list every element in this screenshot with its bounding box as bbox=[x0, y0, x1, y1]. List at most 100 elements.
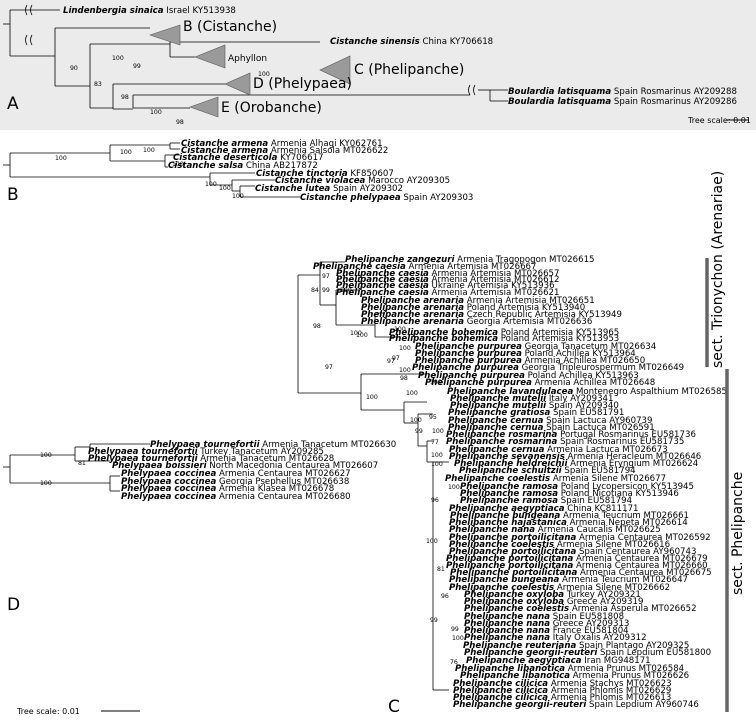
tip-details: Spain EU581794 bbox=[562, 466, 636, 476]
tip-label: Phelipanche oxyloba Turkey AY209321 bbox=[464, 590, 641, 600]
tip-label: Phelipanche portoilicitana Spain Centaur… bbox=[449, 547, 696, 557]
tip-species: Phelipanche purpurea bbox=[415, 342, 522, 352]
panel-label-c: C bbox=[388, 697, 400, 717]
panel-b: Cistanche armena Armenia Alhagi KY062761… bbox=[3, 139, 473, 205]
support-value: 100 bbox=[120, 149, 132, 156]
tip-species: Phelipanche heldreichii bbox=[454, 459, 568, 469]
tip-species: Phelypaea tournefortii bbox=[88, 447, 199, 457]
support-value: 84 bbox=[311, 287, 319, 294]
tip-details: Armenia Artemisia MT026612 bbox=[429, 275, 560, 285]
tip-details: Georgia Psephellus MT026638 bbox=[216, 477, 349, 487]
tip-species: Boulardia latisquama bbox=[508, 97, 611, 107]
tip-species: Phelipanche hajastanica bbox=[449, 518, 567, 528]
tip-species: Phelipanche lavandulacea bbox=[447, 387, 573, 397]
tip-details: Armenia Nepeta MT026614 bbox=[567, 518, 688, 528]
tip-label: Phelipanche nana Greece AY209313 bbox=[464, 619, 629, 629]
tip-details: Turkey AY209321 bbox=[564, 590, 641, 600]
tip-species: Phelipanche portoilicitana bbox=[446, 561, 573, 571]
tip-species: Phelipanche coelestis bbox=[464, 604, 569, 614]
tip-label: Phelipanche zangezuri Armenia Tragopogon… bbox=[345, 255, 595, 265]
support-value: 100 bbox=[431, 452, 443, 459]
tip-label: Phelypaea coccinea Armenia Centaurea MT0… bbox=[121, 469, 351, 479]
tip-details: North Macedonia Centaurea MT026607 bbox=[207, 461, 379, 471]
tip-details: Spain Rosmarinus EU581735 bbox=[557, 437, 684, 447]
tip-label: Phelypaea tournefortii Armenia Tanacetum… bbox=[88, 454, 334, 464]
tip-label: Phelipanche portoilicitana Armenia Centa… bbox=[446, 554, 708, 564]
tip-label: Phelipanche arenaria Poland Artemisia KY… bbox=[361, 303, 585, 313]
support-value: 76 bbox=[450, 659, 458, 666]
tip-label: Phelipanche purpurea Poland Achillea KY5… bbox=[418, 371, 639, 381]
tip-label: Phelipanche coelestis Armenia Silene MT0… bbox=[449, 583, 670, 593]
support-value: 100 bbox=[432, 428, 444, 435]
clade-d-triangle bbox=[224, 72, 251, 96]
panel-b-branches bbox=[3, 142, 300, 198]
tip-details: Poland Achillea KY513963 bbox=[525, 371, 639, 381]
tip-species: Phelipanche arenaria bbox=[361, 317, 464, 327]
tip-label: Phelipanche cernua Spain Lactuca AY96073… bbox=[448, 416, 653, 426]
tip-species: Phelipanche arenaria bbox=[361, 303, 464, 313]
tip-species: Phelipanche mutelii bbox=[450, 394, 547, 404]
tip-details: Armenia Tragopogon MT026615 bbox=[454, 255, 594, 265]
tip-details: Greece AY209313 bbox=[550, 619, 629, 629]
tip-species: Phelipanche portoilicitana bbox=[450, 568, 577, 578]
tip-label: Phelipanche heldreichii Armenia Eryngium… bbox=[454, 459, 698, 469]
tip-label: Phelipanche nana Armenia Caucalis MT0266… bbox=[449, 525, 661, 535]
tip-details: Spain Rosmarinus AY209286 bbox=[611, 97, 737, 107]
tip-label: Phelipanche caesia Ukraine Artemisia KY5… bbox=[336, 281, 555, 291]
tip-species: Cistanche lutea bbox=[255, 184, 330, 194]
tip-label: Phelypaea boissieri North Macedonia Cent… bbox=[112, 461, 378, 471]
tip-label: Phelipanche purpurea Georgia Tanacetum M… bbox=[415, 342, 656, 352]
support-value: 100 bbox=[394, 326, 406, 333]
tip-label: Phelipanche aegyptiaca Iran MG948171 bbox=[466, 656, 651, 666]
support-value: 100 bbox=[410, 417, 422, 424]
tip-species: Phelipanche cernua bbox=[449, 445, 545, 455]
tip-details: Armenia Achillea MT026648 bbox=[532, 378, 655, 388]
tip-species: Phelipanche ramosa bbox=[460, 489, 558, 499]
tip-label: Phelipanche caesia Armenia Artemisia MT0… bbox=[336, 275, 559, 285]
tip-details: Montenegro Aspalthium MT026585 bbox=[573, 387, 727, 397]
tip-details: Spain AY209303 bbox=[401, 193, 474, 203]
tip-label: Cistanche armena Armenia Salsola MT02662… bbox=[181, 146, 388, 156]
tip-species: Phelipanche rosmarina bbox=[446, 437, 558, 447]
support-value: 97 bbox=[392, 355, 400, 362]
tip-label: Phelipanche libanotica Armenia Prunus MT… bbox=[460, 671, 689, 681]
tip-label: Phelipanche bohemica Poland Artemisia KY… bbox=[389, 334, 619, 344]
support-value: 99 bbox=[133, 63, 141, 70]
tip-label: Phelypaea tournefortii Turkey Tanacetum … bbox=[88, 447, 324, 457]
tip-species: Phelipanche cilicica bbox=[453, 693, 548, 703]
tip-species: Phelipanche bohemica bbox=[389, 328, 498, 338]
tip-species: Phelipanche purpurea bbox=[418, 371, 525, 381]
tip-label: Cistanche violacea Marocco AY209305 bbox=[275, 176, 450, 186]
tip-details: Spain Lepdium EU581800 bbox=[597, 648, 711, 658]
support-value: 100 bbox=[430, 379, 442, 386]
tip-details: Armenia Phlomis MT026613 bbox=[548, 693, 671, 703]
tip-details: Spain Rosmarinus AY209288 bbox=[611, 87, 737, 97]
tip-species: Phelipanche sevanensis bbox=[449, 452, 565, 462]
support-value: 97 bbox=[322, 273, 330, 280]
tip-species: Phelipanche arenaria bbox=[361, 296, 464, 306]
tip-species: Phelipanche cernua bbox=[448, 416, 544, 426]
tip-species: Phelypaea coccinea bbox=[121, 484, 216, 494]
tip-details: Poland Achillea KY513964 bbox=[522, 349, 636, 359]
tip-details: Georgia Tripleurospermum MT026649 bbox=[519, 363, 684, 373]
tip-label: Phelipanche schultzii Spain EU581794 bbox=[459, 466, 636, 476]
support-value: 100 bbox=[340, 287, 352, 294]
tip-label: Phelipanche bohemica Poland Artemisia KY… bbox=[389, 328, 619, 338]
tip-species: Phelipanche cilicica bbox=[453, 686, 548, 696]
clade-c-triangle bbox=[319, 55, 351, 85]
panel-c: Phelipanche zangezuri Armenia Tragopogon… bbox=[16, 171, 746, 717]
tip-label: Boulardia latisquama Spain Rosmarinus AY… bbox=[508, 87, 737, 97]
support-value: 99 bbox=[322, 287, 330, 294]
tip-label: Phelipanche hajastanica Armenia Nepeta M… bbox=[449, 518, 688, 528]
tip-species: Phelipanche oxyloba bbox=[464, 590, 564, 600]
scale-label-c: Tree scale: 0.01 bbox=[16, 707, 80, 716]
support-value: 100 bbox=[258, 71, 270, 78]
tip-label: Phelipanche cilicica Armenia Phlomis MT0… bbox=[453, 686, 671, 696]
tip-species: Phelipanche georgii-reuteri bbox=[464, 648, 598, 658]
tip-details: Spain AY209302 bbox=[330, 184, 403, 194]
tip-species: Phelipanche mutelii bbox=[450, 401, 547, 411]
support-value: 97 bbox=[387, 358, 395, 365]
tip-label: Phelipanche purpurea Armenia Achillea MT… bbox=[425, 378, 655, 388]
tip-species: Cistanche salsa bbox=[168, 161, 243, 171]
